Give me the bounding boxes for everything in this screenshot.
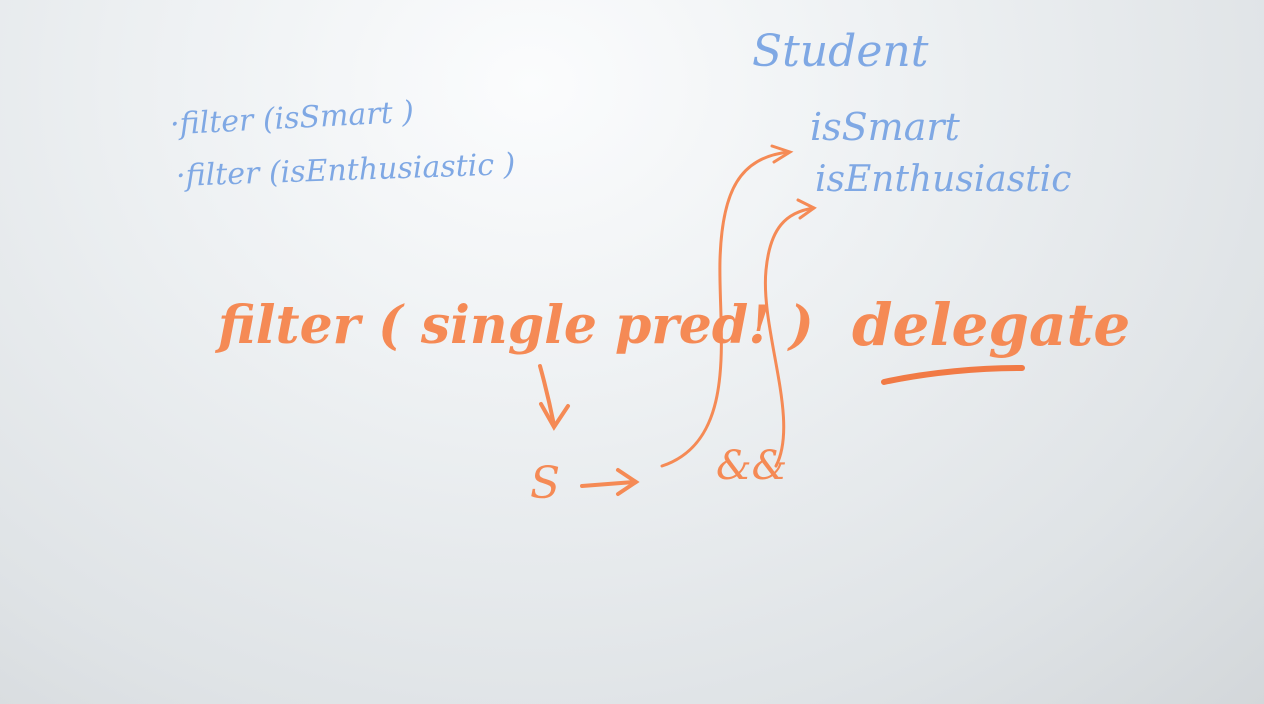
curve-arrow-to-is-enthusiastic-icon xyxy=(763,198,817,468)
down-arrow-icon xyxy=(538,364,570,431)
delegate-underline xyxy=(881,365,1025,385)
student-method-is-enthusiastic: isEnthusiastic xyxy=(815,159,1072,200)
right-arrow-icon xyxy=(580,468,640,496)
lambda-parameter: S xyxy=(530,458,561,509)
main-filter-expression: filter ( single pred! ) xyxy=(218,295,814,356)
curve-arrow-to-is-smart-icon xyxy=(660,144,794,468)
student-method-is-smart: isSmart xyxy=(810,105,960,149)
student-title: Student xyxy=(752,26,929,77)
delegate-keyword: delegate xyxy=(852,291,1131,359)
